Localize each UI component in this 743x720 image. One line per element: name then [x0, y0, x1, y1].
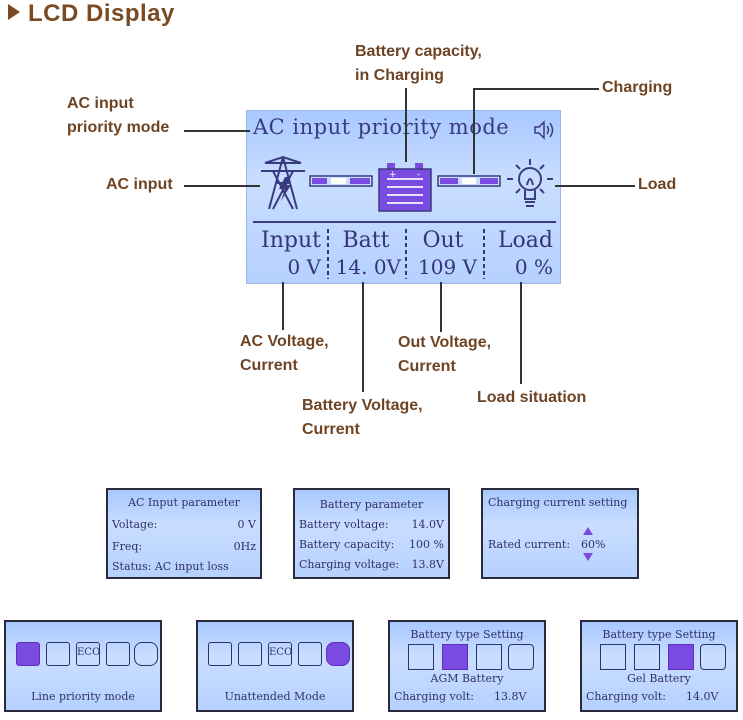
leader-line: [405, 88, 407, 162]
lcd-batt-cell: Batt 14. 0V: [335, 228, 401, 279]
callout-load-situation: Load situation: [477, 389, 587, 406]
callout-ac-voltage: AC Voltage, Current: [240, 333, 329, 374]
arrow-down-icon: [583, 553, 593, 561]
lcd-separator: [253, 221, 556, 223]
tower-icon: [208, 642, 232, 666]
lightbulb-load-icon: [507, 159, 553, 207]
callout-battery-capacity: Battery capacity, in Charging: [355, 43, 482, 84]
agm-battery-icon: [442, 644, 468, 670]
flooded-battery-icon: [408, 644, 434, 670]
tv-icon: [134, 642, 158, 666]
lcd-divider: [405, 229, 407, 279]
triangle-bullet-icon: [8, 4, 20, 20]
leader-line: [555, 185, 635, 187]
eco-icon: ECO: [268, 642, 292, 666]
gel-battery-icon: [476, 644, 502, 670]
callout-ac-input: AC input: [106, 176, 173, 193]
leader-line: [184, 185, 260, 187]
lcd-input-cell: Input 0 V: [261, 228, 321, 279]
param-row: Battery capacity:100 %: [299, 538, 444, 551]
param-row: Charging volt:: [586, 690, 666, 703]
param-row: Voltage:0 V: [112, 518, 256, 531]
callout-battery-voltage: Battery Voltage, Current: [302, 397, 423, 438]
agm-battery-icon: [634, 644, 660, 670]
flooded-battery-icon: [600, 644, 626, 670]
main-lcd-screen: AC input priority mode + -: [246, 110, 561, 284]
leader-line: [184, 130, 250, 132]
callout-load: Load: [638, 176, 677, 193]
param-row: Battery voltage:14.0V: [299, 518, 444, 531]
lcd-divider: [327, 229, 329, 279]
tower-icon: [16, 642, 40, 666]
callout-ac-input-priority-mode: AC input priority mode: [67, 95, 170, 136]
callout-out-voltage: Out Voltage, Current: [398, 334, 492, 375]
ac-input-parameter-screen: AC Input parameter Voltage:0 V Freq:0Hz …: [106, 488, 262, 579]
eco-icon: ECO: [76, 642, 100, 666]
leader-line: [282, 282, 284, 330]
line-priority-mode-screen: ECO Line priority mode: [4, 620, 162, 712]
gel-battery-icon: [668, 644, 694, 670]
lcd-divider: [483, 229, 485, 279]
section-heading: LCD Display: [8, 0, 175, 28]
battery-parameter-screen: Battery parameter Battery voltage:14.0V …: [293, 488, 450, 579]
battery-icon: [238, 642, 262, 666]
lcd-load-cell: Load 0 %: [497, 228, 553, 279]
arrow-up-icon: [583, 527, 593, 535]
param-row: Freq:0Hz: [112, 540, 256, 553]
agm-battery-screen: Battery type Setting AGM Battery Chargin…: [388, 620, 546, 712]
leader-line: [440, 282, 442, 332]
tv-icon: [326, 642, 350, 666]
callout-charging: Charging: [602, 79, 673, 96]
lithium-battery-icon: [508, 644, 534, 670]
param-row: Charging volt:: [394, 690, 474, 703]
lcd-mode-text: AC input priority mode: [253, 115, 510, 139]
gel-battery-screen: Battery type Setting Gel Battery Chargin…: [580, 620, 738, 712]
ac-input-flow-bar: [309, 175, 373, 187]
lcd-out-cell: Out 109 V: [418, 228, 477, 279]
charger-icon: [298, 642, 322, 666]
charger-icon: [106, 642, 130, 666]
param-row: Charging voltage:13.8V: [299, 558, 444, 571]
leader-line: [473, 88, 475, 174]
battery-icon: + -: [378, 163, 432, 212]
battery-icon: [46, 642, 70, 666]
unattended-mode-screen: ECO Unattended Mode: [196, 620, 354, 712]
charging-current-setting-screen: Charging current setting Rated current: …: [481, 488, 639, 579]
leader-line: [362, 282, 364, 392]
svg-text:+: +: [389, 170, 397, 180]
lithium-battery-icon: [700, 644, 726, 670]
speaker-icon: [534, 120, 554, 140]
transmission-tower-icon: [261, 155, 305, 210]
leader-line: [473, 88, 599, 90]
param-row: Rated current:: [488, 538, 571, 551]
param-row: Status: AC input loss: [112, 560, 229, 573]
leader-line: [520, 282, 522, 384]
svg-text:-: -: [417, 170, 420, 180]
charging-flow-bar: [437, 175, 501, 187]
